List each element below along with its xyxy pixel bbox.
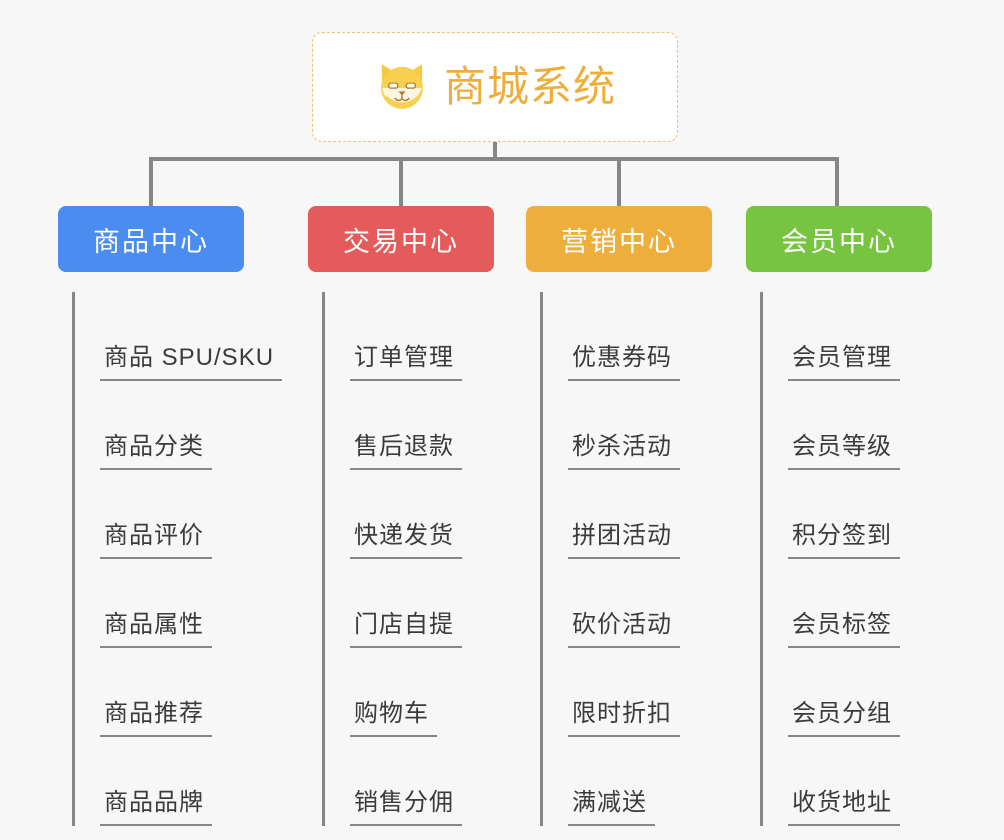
- leaf-item[interactable]: 销售分佣: [308, 737, 494, 826]
- leaf-item[interactable]: 商品属性: [58, 559, 244, 648]
- leaf-label: 商品品牌: [100, 791, 212, 826]
- leaf-item[interactable]: 会员管理: [746, 292, 932, 381]
- leaf-label: 积分签到: [788, 524, 900, 559]
- leaf-label: 拼团活动: [568, 524, 680, 559]
- branch-label: 商品中心: [93, 226, 209, 257]
- leaf-label: 商品评价: [100, 524, 212, 559]
- leaf-item[interactable]: 购物车: [308, 648, 494, 737]
- leaf-label: 会员等级: [788, 435, 900, 470]
- leaf-item[interactable]: 商品评价: [58, 470, 244, 559]
- leaf-label: 满减送: [568, 791, 655, 826]
- leaf-item[interactable]: 会员等级: [746, 381, 932, 470]
- leaf-item[interactable]: 拼团活动: [526, 470, 712, 559]
- leaf-label: 订单管理: [350, 346, 462, 381]
- leaf-item[interactable]: 售后退款: [308, 381, 494, 470]
- leaf-label: 商品推荐: [100, 702, 212, 737]
- branch-spine: [72, 292, 75, 826]
- leaf-item[interactable]: 商品 SPU/SKU: [58, 292, 283, 381]
- leaf-item[interactable]: 收货地址: [746, 737, 932, 826]
- branch-spine: [322, 292, 325, 826]
- leaf-item[interactable]: 快递发货: [308, 470, 494, 559]
- leaf-label: 商品分类: [100, 435, 212, 470]
- branch-spine: [540, 292, 543, 826]
- leaf-label: 商品属性: [100, 613, 212, 648]
- branch-header[interactable]: 交易中心: [308, 206, 494, 272]
- branch-children: 商品 SPU/SKU 商品分类 商品评价 商品属性 商品推荐 商品品牌: [58, 272, 283, 826]
- leaf-item[interactable]: 优惠券码: [526, 292, 712, 381]
- leaf-label: 会员标签: [788, 613, 900, 648]
- leaf-label: 商品 SPU/SKU: [100, 346, 283, 381]
- root-node[interactable]: 商城系统: [312, 32, 678, 142]
- leaf-item[interactable]: 商品推荐: [58, 648, 244, 737]
- branch-spine: [760, 292, 763, 826]
- branch-label: 会员中心: [781, 226, 897, 257]
- leaf-label: 售后退款: [350, 435, 462, 470]
- leaf-item[interactable]: 门店自提: [308, 559, 494, 648]
- branch-children: 会员管理 会员等级 积分签到 会员标签 会员分组 收货地址: [746, 272, 932, 826]
- leaf-item[interactable]: 会员分组: [746, 648, 932, 737]
- branch-会员中心[interactable]: 会员中心 会员管理 会员等级 积分签到 会员标签 会员分组 收货地址: [746, 206, 932, 826]
- branch-children: 优惠券码 秒杀活动 拼团活动 砍价活动 限时折扣 满减送: [526, 272, 712, 826]
- root-title: 商城系统: [443, 63, 616, 110]
- branch-营销中心[interactable]: 营销中心 优惠券码 秒杀活动 拼团活动 砍价活动 限时折扣 满减送: [526, 206, 712, 826]
- leaf-item[interactable]: 满减送: [526, 737, 712, 826]
- leaf-item[interactable]: 积分签到: [746, 470, 932, 559]
- leaf-label: 优惠券码: [568, 346, 680, 381]
- leaf-item[interactable]: 订单管理: [308, 292, 494, 381]
- branch-children: 订单管理 售后退款 快递发货 门店自提 购物车 销售分佣: [308, 272, 494, 826]
- branch-header[interactable]: 会员中心: [746, 206, 932, 272]
- leaf-label: 限时折扣: [568, 702, 680, 737]
- leaf-item[interactable]: 限时折扣: [526, 648, 712, 737]
- leaf-label: 会员分组: [788, 702, 900, 737]
- leaf-item[interactable]: 秒杀活动: [526, 381, 712, 470]
- leaf-item[interactable]: 砍价活动: [526, 559, 712, 648]
- leaf-label: 秒杀活动: [568, 435, 680, 470]
- leaf-label: 门店自提: [350, 613, 462, 648]
- branch-label: 营销中心: [561, 226, 677, 257]
- leaf-label: 销售分佣: [350, 791, 462, 826]
- leaf-label: 会员管理: [788, 346, 900, 381]
- branch-header[interactable]: 营销中心: [526, 206, 712, 272]
- branch-商品中心[interactable]: 商品中心 商品 SPU/SKU 商品分类 商品评价 商品属性 商品推荐 商品品牌: [58, 206, 283, 826]
- branch-交易中心[interactable]: 交易中心 订单管理 售后退款 快递发货 门店自提 购物车 销售分佣: [308, 206, 494, 826]
- shiba-dog-icon: [380, 64, 423, 109]
- leaf-item[interactable]: 会员标签: [746, 559, 932, 648]
- leaf-item[interactable]: 商品分类: [58, 381, 244, 470]
- leaf-label: 购物车: [350, 702, 437, 737]
- leaf-label: 收货地址: [788, 791, 900, 826]
- leaf-label: 砍价活动: [568, 613, 680, 648]
- branch-header[interactable]: 商品中心: [58, 206, 244, 272]
- leaf-label: 快递发货: [350, 524, 462, 559]
- branch-label: 交易中心: [343, 226, 459, 257]
- leaf-item[interactable]: 商品品牌: [58, 737, 244, 826]
